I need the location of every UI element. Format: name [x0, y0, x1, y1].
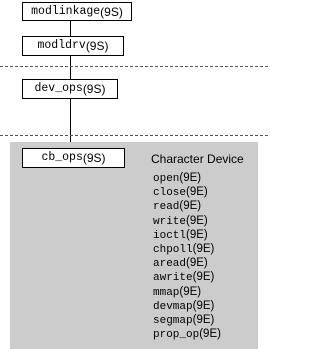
entry-point-name: devmap — [153, 300, 193, 313]
entry-point-chpoll: chpoll(9E) — [153, 242, 221, 256]
entry-point-section: (9E) — [186, 186, 208, 199]
entry-point-aread: aread(9E) — [153, 256, 221, 270]
entry-point-section: (9E) — [192, 299, 215, 312]
entry-point-section: (9E) — [199, 328, 221, 341]
dev-ops-box: dev_ops(9S) — [22, 79, 118, 99]
entry-point-name: read — [153, 201, 180, 214]
entry-point-name: mmap — [153, 286, 180, 299]
connector-modlinkage-modldrv — [70, 21, 71, 36]
divider-bottom — [0, 135, 268, 136]
entry-point-section: (9E) — [179, 200, 202, 213]
panel-title: Character Device — [151, 152, 244, 166]
entry-point-open: open(9E) — [153, 171, 221, 185]
entry-point-write: write(9E) — [153, 214, 221, 228]
entry-point-close: close(9E) — [153, 185, 221, 199]
modlinkage-box: modlinkage(9S) — [22, 2, 132, 21]
dev-ops-section: (9S) — [82, 82, 106, 96]
entry-point-section: (9E) — [179, 285, 202, 298]
entry-point-section: (9E) — [186, 214, 208, 227]
divider-top — [0, 66, 268, 67]
entry-point-section: (9E) — [192, 313, 215, 326]
character-device-panel — [10, 142, 258, 349]
entry-point-name: write — [153, 215, 187, 228]
entry-point-name: aread — [153, 258, 187, 271]
modlinkage-name: modlinkage — [31, 4, 101, 18]
entry-point-segmap: segmap(9E) — [153, 313, 221, 327]
entry-point-name: chpoll — [153, 243, 193, 256]
entry-point-devmap: devmap(9E) — [153, 299, 221, 313]
entry-point-name: prop_op — [153, 329, 200, 342]
entry-point-section: (9E) — [192, 242, 215, 255]
entry-point-list: open(9E)close(9E)read(9E)write(9E)ioctl(… — [153, 171, 221, 341]
entry-point-name: close — [153, 187, 187, 200]
cb-ops-name: cb_ops — [41, 151, 83, 165]
entry-point-section: (9E) — [179, 172, 202, 184]
entry-point-section: (9E) — [186, 228, 208, 241]
entry-point-prop-op: prop_op(9E) — [153, 327, 221, 341]
modldrv-name: modldrv — [37, 39, 86, 53]
entry-point-ioctl: ioctl(9E) — [153, 228, 221, 242]
connector-modldrv-dev-ops — [70, 56, 71, 79]
connector-dev-ops-cb-ops — [70, 99, 71, 148]
entry-point-read: read(9E) — [153, 199, 221, 213]
cb-ops-section: (9S) — [82, 151, 106, 165]
modldrv-box: modldrv(9S) — [22, 36, 124, 56]
entry-point-mmap: mmap(9E) — [153, 285, 221, 299]
entry-point-section: (9E) — [192, 271, 215, 284]
entry-point-name: ioctl — [153, 229, 187, 242]
entry-point-section: (9E) — [186, 257, 208, 270]
dev-ops-name: dev_ops — [34, 82, 83, 96]
cb-ops-box: cb_ops(9S) — [22, 148, 125, 168]
modldrv-section: (9S) — [85, 39, 109, 53]
modlinkage-section: (9S) — [100, 4, 123, 19]
entry-point-name: segmap — [153, 314, 193, 327]
entry-point-name: awrite — [153, 272, 193, 285]
entry-point-name: open — [153, 173, 180, 185]
entry-point-awrite: awrite(9E) — [153, 270, 221, 284]
